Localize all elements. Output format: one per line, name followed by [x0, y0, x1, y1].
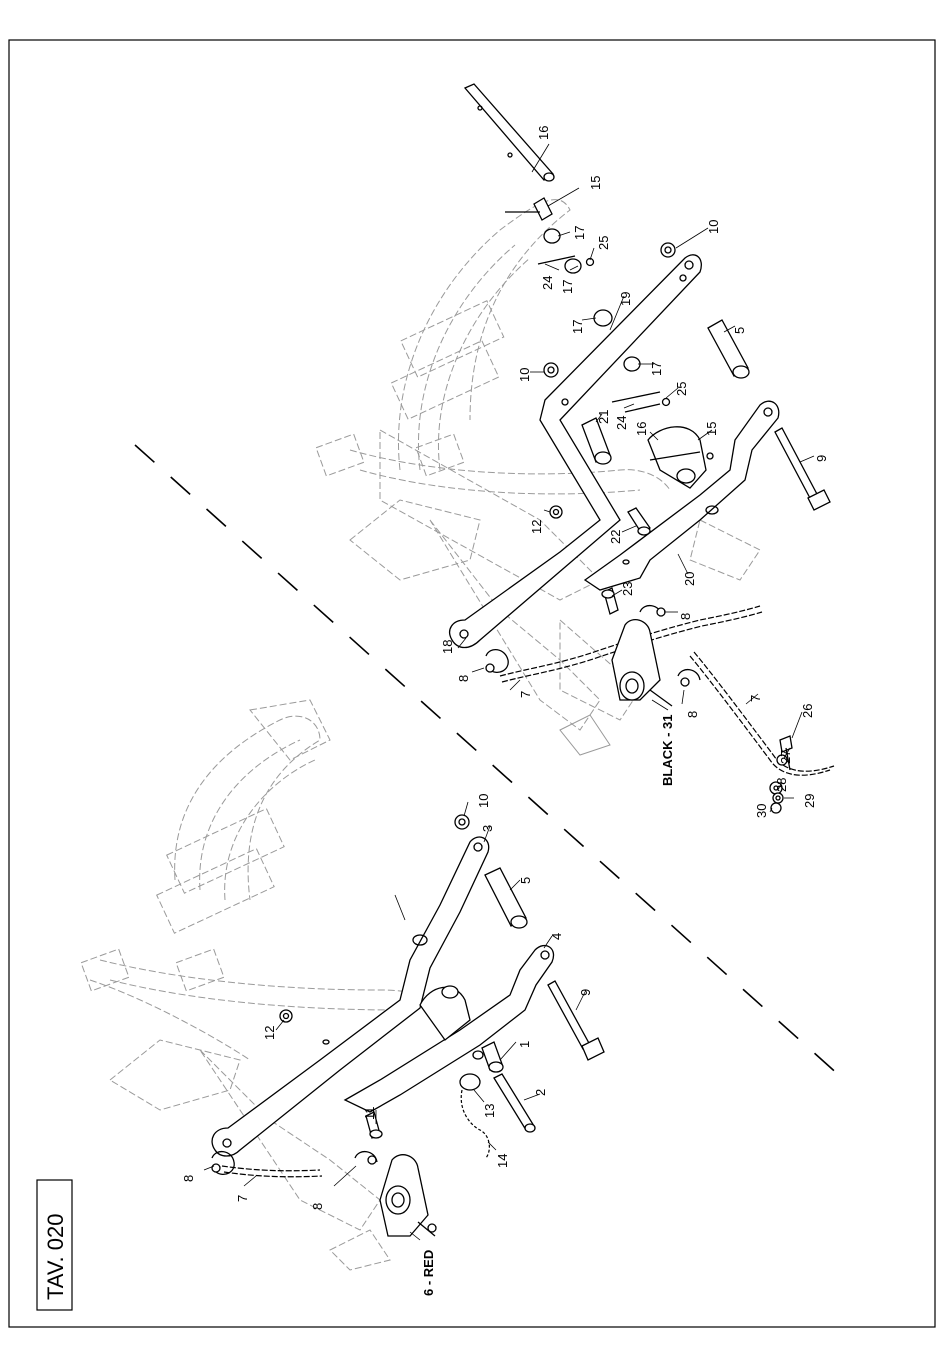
callout-17-d: 17 — [649, 362, 664, 376]
callout-12: 12 — [262, 1026, 277, 1040]
table-code: TAV. 020 — [43, 1214, 68, 1300]
callout-25-top: 25 — [596, 236, 611, 250]
callout-24-top: 24 — [540, 276, 555, 290]
title-block: TAV. 020 — [37, 1180, 72, 1310]
callout-28: 28 — [774, 778, 789, 792]
callout-8-upper-low: 8 — [685, 711, 700, 718]
callout-10-upper-right: 10 — [706, 220, 721, 234]
callout-10-upper-left: 10 — [517, 368, 532, 382]
callout-31-black: BLACK - 31 — [660, 714, 675, 786]
callout-1: 1 — [517, 1041, 532, 1048]
callout-7-upper-left: 7 — [518, 691, 533, 698]
callout-5-upper: 5 — [732, 327, 747, 334]
callout-21: 21 — [596, 410, 611, 424]
callout-26: 26 — [800, 704, 815, 718]
callout-10: 10 — [476, 794, 491, 808]
upper-bars — [450, 84, 830, 648]
callout-27: 27 — [778, 750, 793, 764]
callout-13: 13 — [482, 1104, 497, 1118]
callout-3: 3 — [480, 825, 495, 832]
callout-18: 18 — [440, 640, 455, 654]
callout-8-left: 8 — [181, 1175, 196, 1182]
callout-7: 7 — [235, 1195, 250, 1202]
assembly-divider — [135, 445, 850, 1085]
callout-15-mid: 15 — [704, 422, 719, 436]
callout-7-upper-right: 7 — [748, 695, 763, 702]
callout-16-top: 16 — [536, 126, 551, 140]
callout-24-mid: 24 — [614, 416, 629, 430]
callout-2: 2 — [533, 1089, 548, 1096]
callout-30: 30 — [754, 804, 769, 818]
upper-callout-labels: 5 7 7 8 8 8 9 10 10 12 15 15 16 16 17 17… — [440, 126, 829, 818]
callout-25-mid: 25 — [674, 382, 689, 396]
callout-19: 19 — [618, 292, 633, 306]
callout-leaders — [204, 144, 814, 1240]
callout-8-upper-mid: 8 — [678, 613, 693, 620]
callout-16-mid: 16 — [634, 422, 649, 436]
callout-15-top: 15 — [588, 176, 603, 190]
lower-chains — [212, 1152, 436, 1236]
sheet-frame — [9, 40, 935, 1327]
callout-29: 29 — [802, 794, 817, 808]
callout-8-upper-left: 8 — [456, 675, 471, 682]
lower-bars — [212, 815, 604, 1158]
callout-11: 11 — [362, 1107, 377, 1121]
callout-4: 4 — [549, 933, 564, 940]
callout-14: 14 — [495, 1154, 510, 1168]
callout-20: 20 — [682, 572, 697, 586]
callout-6-red: 6 - RED — [421, 1250, 436, 1296]
callout-17-a: 17 — [572, 226, 587, 240]
callout-12-upper: 12 — [529, 520, 544, 534]
callout-22: 22 — [608, 530, 623, 544]
callout-5: 5 — [518, 877, 533, 884]
callout-8-bracket: 8 — [310, 1203, 325, 1210]
callout-9-upper: 9 — [814, 455, 829, 462]
callout-23: 23 — [620, 582, 635, 596]
callout-17-c: 17 — [570, 320, 585, 334]
callout-17-b: 17 — [560, 280, 575, 294]
callout-9: 9 — [578, 989, 593, 996]
